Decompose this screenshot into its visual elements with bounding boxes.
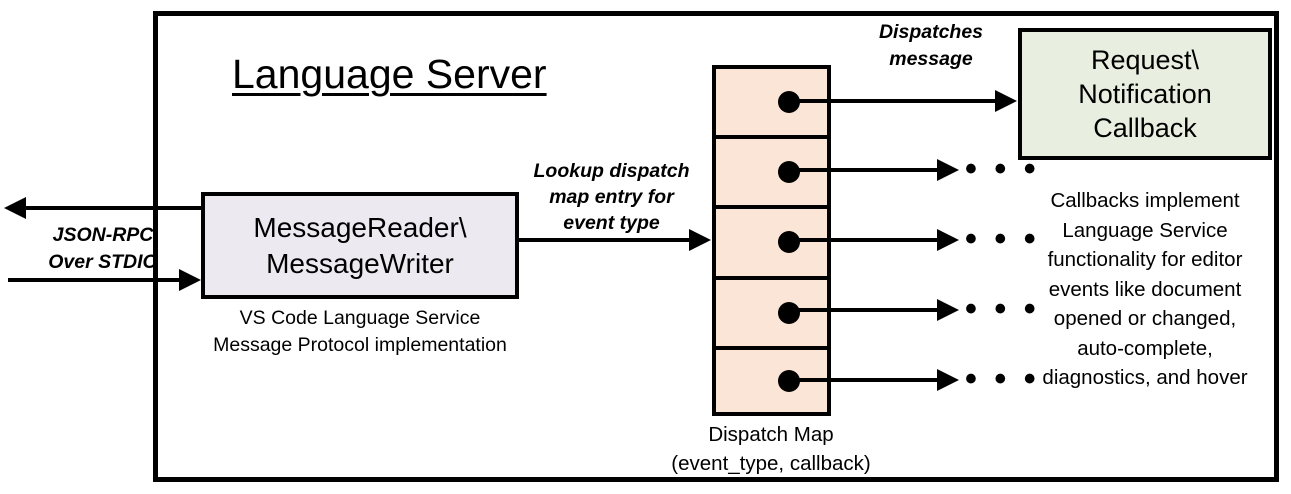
dispatch-caption-line1: Dispatch Map [708, 423, 834, 446]
callback-caption-line5: opened or changed, [1053, 307, 1237, 330]
dispatches-label-line1: Dispatches [878, 21, 984, 43]
dispatch-map-row[interactable] [712, 275, 831, 346]
callback-caption-line3: functionality for editor [1047, 248, 1243, 271]
lookup-label-line3: event type [563, 212, 660, 234]
lookup-dispatch-arrowhead [689, 229, 711, 251]
dispatch-row5-arrowhead [937, 369, 959, 391]
message-box-caption: VS Code Language Service Message Protoco… [201, 305, 519, 359]
dispatch-row3-line [782, 238, 940, 242]
dispatch-row5-line [782, 378, 940, 382]
dispatch-row3-arrowhead [937, 229, 959, 251]
callback-box-line2: Notification [1078, 79, 1212, 109]
message-reader-writer-box[interactable]: MessageReader\ MessageWriter [201, 192, 519, 299]
dispatch-row2-line [782, 168, 940, 172]
dispatch-row1-line [782, 99, 997, 103]
dispatch-row4-arrowhead [937, 299, 959, 321]
dispatch-caption-line2: (event_type, callback) [671, 452, 871, 475]
callback-caption-line7: diagnostics, and hover [1042, 366, 1248, 389]
dispatch-row2-ellipsis: • • • [965, 150, 1040, 188]
dispatches-message-label: Dispatches message [836, 19, 1026, 73]
dispatch-row4-line [782, 308, 940, 312]
outbound-jsonrpc-arrowhead [4, 197, 26, 219]
outbound-jsonrpc-line [25, 206, 205, 210]
lookup-label-line1: Lookup dispatch [533, 160, 690, 182]
jsonrpc-label-line1: JSON-RPC [52, 224, 154, 246]
lookup-dispatch-label: Lookup dispatch map entry for event type [519, 158, 704, 236]
callback-caption-line2: Language Service [1062, 218, 1228, 242]
callback-caption-line4: events like document [1048, 277, 1242, 301]
message-caption-line2: Message Protocol implementation [213, 334, 507, 356]
page-title: Language Server [232, 51, 547, 97]
dispatch-map-row[interactable] [712, 345, 831, 416]
jsonrpc-stdio-label: JSON-RPC Over STDIO [28, 222, 178, 276]
request-notification-callback-box[interactable]: Request\ Notification Callback [1018, 28, 1272, 160]
map-entry-dot [778, 301, 800, 324]
lookup-label-line2: map entry for [549, 186, 674, 208]
dispatches-label-line2: message [889, 48, 973, 70]
message-box-line2: MessageWriter [266, 247, 454, 279]
inbound-jsonrpc-line [8, 278, 183, 282]
message-box-line1: MessageReader\ [253, 211, 467, 243]
callback-box-line1: Request\ [1090, 45, 1200, 75]
language-server-boundary [153, 11, 1279, 482]
dispatch-row1-arrowhead [995, 90, 1017, 112]
inbound-jsonrpc-arrowhead [179, 269, 201, 291]
callback-caption-line6: auto-complete, [1077, 336, 1213, 360]
map-entry-dot [778, 231, 800, 254]
dispatch-map-caption: Dispatch Map (event_type, callback) [640, 420, 902, 478]
lookup-dispatch-line [518, 238, 693, 242]
dispatch-row2-arrowhead [937, 159, 959, 181]
jsonrpc-label-line2: Over STDIO [48, 251, 158, 273]
map-entry-dot [778, 161, 800, 184]
message-caption-line1: VS Code Language Service [239, 307, 481, 329]
callback-box-caption: Callbacks implement Language Service fun… [1012, 186, 1278, 393]
callback-caption-line1: Callbacks implement [1050, 189, 1240, 212]
callback-box-line3: Callback [1093, 113, 1197, 143]
